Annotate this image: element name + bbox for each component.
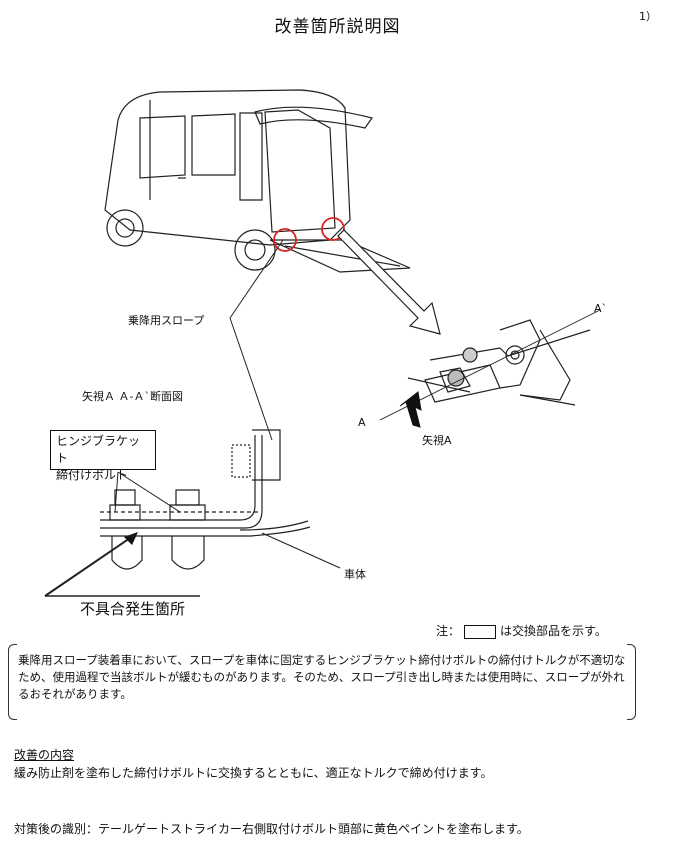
- bolt-label-line2: 締付けボルト: [56, 468, 129, 482]
- defect-description: 乗降用スロープ装着車において、スロープを車体に固定するヒンジブラケット締付けボル…: [8, 644, 636, 720]
- section-a-label: A: [358, 416, 366, 429]
- ramp-label: 乗降用スロープ: [128, 314, 205, 327]
- page-number: 1）: [639, 10, 657, 23]
- view-section-label: 矢視Ａ Ａ-Ａ`断面図: [82, 390, 183, 403]
- failure-arrowhead: [124, 532, 138, 545]
- view-arrow-label: 矢視A: [422, 434, 452, 447]
- replacement-swatch: [464, 624, 497, 639]
- page-title: 改善箇所説明図: [274, 17, 401, 37]
- leader-lines: [44, 239, 341, 597]
- description-text: 乗降用スロープ装着車において、スロープを車体に固定するヒンジブラケット締付けボル…: [18, 653, 626, 701]
- left-bracket: [8, 644, 17, 720]
- vehicle-drawing: [104, 89, 411, 273]
- red-highlight-circles: [273, 217, 345, 252]
- improvement-heading: 改善の内容: [14, 748, 75, 762]
- note-prefix: 注：: [436, 624, 461, 638]
- bolt-label-line1: ヒンジブラケット: [56, 434, 141, 465]
- section-a-prime-label: A`: [594, 302, 608, 315]
- view-arrow: [399, 391, 422, 428]
- body-label: 車体: [344, 568, 366, 581]
- right-bracket: [627, 644, 636, 720]
- identification-text: 対策後の識別：テールゲートストライカー右側取付けボルト頭部に黄色ペイントを塗布し…: [14, 822, 529, 836]
- legend-note: 注： は交換部品を示す。: [436, 622, 607, 639]
- bolt-replacement-label: ヒンジブラケット 締付けボルト: [50, 430, 156, 482]
- zoom-arrow: [337, 229, 441, 335]
- note-suffix: は交換部品を示す。: [500, 624, 607, 638]
- improvement-text: 緩み防止剤を塗布した締付けボルトに交換するとともに、適正なトルクで締め付けます。: [14, 766, 493, 780]
- failure-location-label: 不具合発生箇所: [80, 600, 186, 618]
- cross-section-drawing: [100, 429, 311, 570]
